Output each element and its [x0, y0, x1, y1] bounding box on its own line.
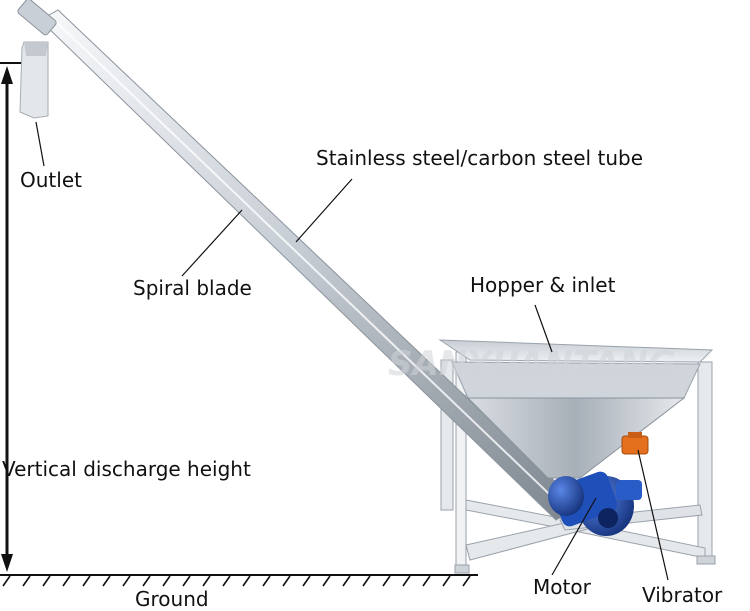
ground-label: Ground	[135, 587, 209, 611]
height-dimension-arrow	[0, 62, 44, 572]
outlet-spout	[19, 41, 49, 119]
motor-label: Motor	[533, 575, 591, 599]
tube-label: Stainless steel/carbon steel tube	[316, 146, 643, 170]
motor	[548, 471, 642, 536]
conveyor-tube	[17, 0, 581, 521]
watermark: SANYUANTANG	[388, 344, 676, 384]
vibrator-label: Vibrator	[642, 583, 723, 607]
leader-lines	[35, 121, 669, 581]
spiral-blade-label: Spiral blade	[133, 276, 252, 300]
height-label: Vertical discharge height	[2, 457, 251, 481]
vibrator	[621, 432, 649, 455]
ground-line	[0, 574, 478, 587]
outlet-label: Outlet	[20, 168, 82, 192]
hopper	[438, 339, 714, 479]
hopper-label: Hopper & inlet	[470, 273, 616, 297]
